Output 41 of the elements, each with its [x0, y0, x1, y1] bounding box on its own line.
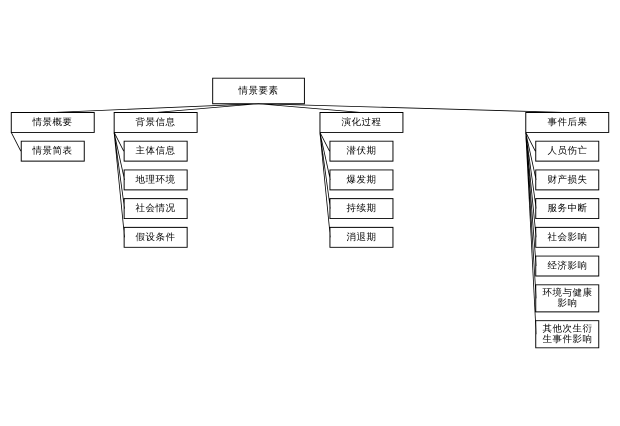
connector — [258, 103, 568, 113]
connector — [114, 132, 125, 238]
connector — [320, 132, 331, 180]
node-box: 财产损失 — [535, 169, 600, 190]
connector — [320, 132, 330, 152]
node-box: 地理环境 — [124, 169, 188, 190]
connector — [10, 132, 22, 152]
connector — [52, 103, 259, 113]
node-box: 潜伏期 — [329, 140, 394, 162]
connector — [320, 132, 331, 238]
connector — [114, 132, 125, 180]
node-box: 消退期 — [329, 226, 394, 248]
connector — [114, 132, 124, 152]
connector — [320, 132, 331, 210]
connector — [525, 132, 536, 152]
node-box: 经济影响 — [535, 256, 600, 276]
node-box: 其他次生衍生事件影响 — [535, 320, 600, 348]
node-box: 服务中断 — [535, 198, 600, 220]
connector — [525, 132, 537, 266]
node-box: 假设条件 — [124, 226, 188, 248]
connector — [525, 132, 537, 299]
node-box: 环境与健康影响 — [535, 284, 600, 312]
node-box: 持续期 — [329, 198, 394, 220]
node-box: 演化过程 — [320, 112, 404, 133]
connector — [525, 132, 537, 210]
node-box: 社会影响 — [535, 226, 600, 248]
connector — [525, 132, 537, 180]
node-box: 情景要素 — [212, 78, 305, 104]
node-box: 情景概要 — [10, 112, 95, 133]
connector — [258, 103, 362, 113]
node-box: 主体信息 — [124, 140, 188, 162]
node-box: 情景简表 — [20, 140, 85, 162]
connector — [114, 132, 125, 210]
node-box: 事件后果 — [525, 112, 610, 133]
connector — [155, 103, 259, 113]
connector — [525, 132, 537, 238]
connector — [525, 132, 537, 335]
node-box: 人员伤亡 — [535, 140, 600, 162]
node-box: 社会情况 — [124, 198, 188, 220]
node-box: 爆发期 — [329, 169, 394, 190]
node-box: 背景信息 — [114, 112, 198, 133]
